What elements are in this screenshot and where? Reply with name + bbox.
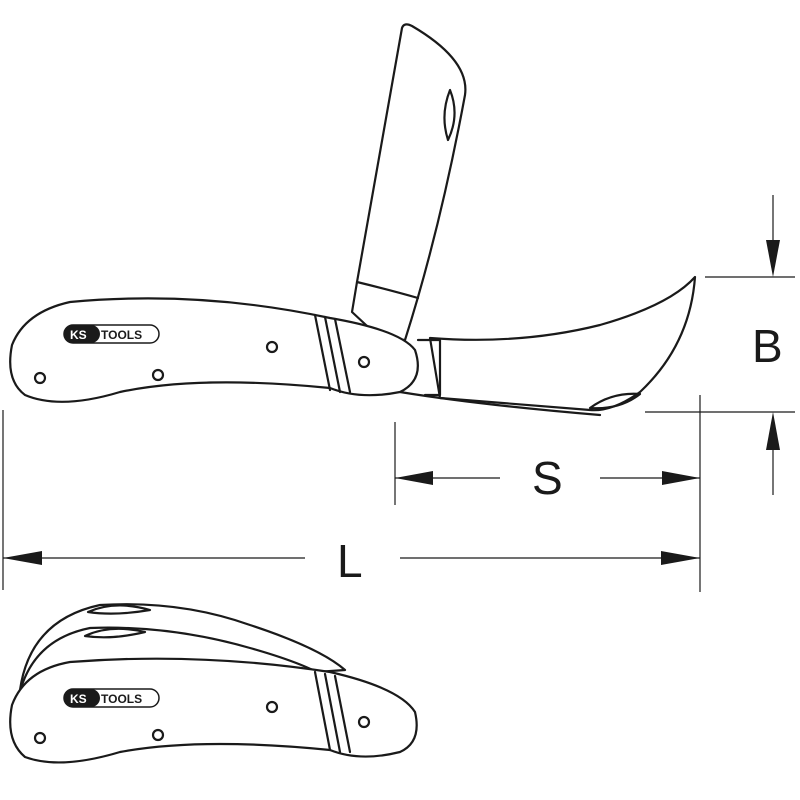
ks-tools-logo-closed: KS TOOLS [63,688,160,708]
dimension-l: L [2,410,700,590]
svg-text:KS: KS [70,328,87,342]
pruning-blade [350,23,467,342]
svg-text:TOOLS: TOOLS [101,692,142,706]
knife-handle-open: KS TOOLS [9,297,602,417]
knife-closed: KS TOOLS [9,603,418,764]
dimension-s: S [394,395,701,592]
svg-text:KS: KS [70,692,87,706]
hook-blade [416,275,697,412]
ks-tools-logo: KS TOOLS [63,324,160,344]
svg-text:TOOLS: TOOLS [101,328,142,342]
dimension-l-label: L [337,535,363,587]
dimension-b-label: B [752,320,783,372]
dimension-s-label: S [532,452,563,504]
dimension-b: B [645,195,795,495]
